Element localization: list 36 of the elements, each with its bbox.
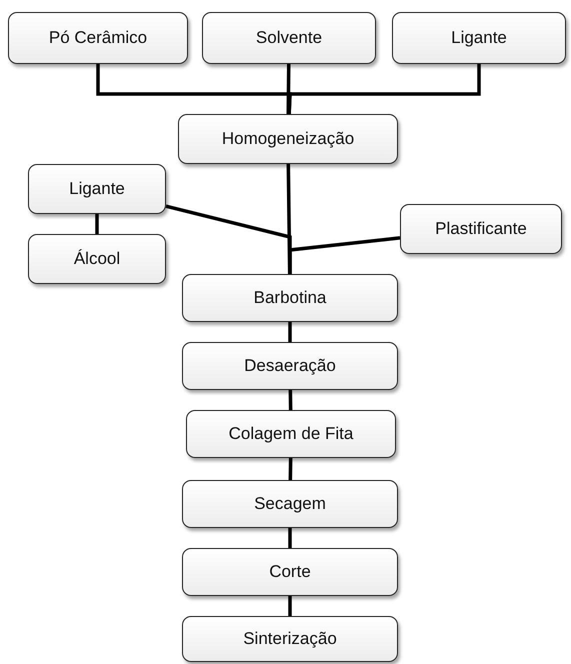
step-label: Homogeneização	[222, 129, 354, 149]
connector-line	[286, 64, 290, 114]
step-label: Solvente	[256, 28, 322, 48]
process-box	[182, 480, 398, 528]
step-label: Plastificante	[435, 219, 527, 239]
connector-line	[288, 390, 292, 410]
process-box	[400, 204, 562, 254]
connector-line	[95, 214, 99, 234]
process-box	[392, 12, 566, 64]
connector-line	[286, 164, 292, 274]
step-label: Álcool	[74, 249, 120, 269]
process-box	[182, 616, 398, 662]
process-box	[182, 342, 398, 390]
process-box	[178, 114, 398, 164]
process-box	[28, 164, 166, 214]
step-label: Ligante	[69, 179, 125, 199]
step-label: Sinterização	[243, 629, 337, 649]
process-box	[182, 274, 398, 322]
step-label: Pó Cerâmico	[48, 28, 148, 48]
process-box	[202, 12, 376, 64]
connector-line	[288, 458, 292, 480]
connector-line	[288, 236, 400, 274]
connector-line	[287, 64, 481, 114]
connector-line	[288, 596, 292, 616]
step-label: Secagem	[254, 494, 326, 514]
step-label: Desaeração	[244, 356, 336, 376]
step-label: Barbotina	[254, 288, 326, 308]
step-label: Colagem de Fita	[228, 424, 354, 444]
process-box	[186, 410, 396, 458]
step-label: Corte	[269, 562, 311, 582]
step-label: Ligante	[451, 28, 507, 48]
connector-line	[288, 528, 292, 548]
connector-line	[288, 322, 292, 342]
process-box	[182, 548, 398, 596]
process-box	[28, 234, 166, 284]
process-box	[8, 12, 188, 64]
